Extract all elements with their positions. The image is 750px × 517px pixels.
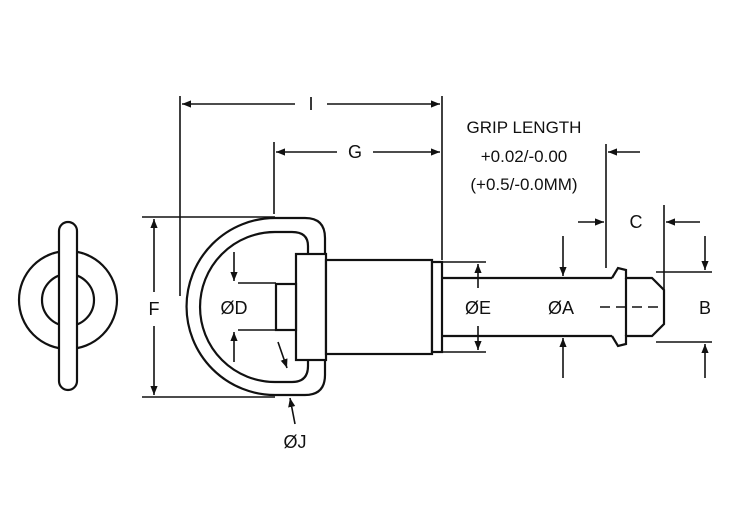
- label-D: ØD: [221, 298, 248, 318]
- end-view-ring-bar: [57, 220, 79, 392]
- label-C: C: [630, 212, 643, 232]
- label-J: ØJ: [283, 432, 306, 452]
- extension-lines: [142, 96, 712, 398]
- end-view: [17, 220, 119, 392]
- label-B: B: [699, 298, 711, 318]
- label-I: I: [308, 94, 313, 114]
- pin-neck: [274, 282, 298, 332]
- dimension-lines: [150, 100, 709, 425]
- dimension-labels: I G F ØD ØE ØA B C ØJ: [149, 94, 712, 452]
- dim-J-outer-leader: [288, 397, 296, 425]
- grip-length-note: GRIP LENGTH +0.02/-0.00 (+0.5/-0.0MM): [467, 118, 582, 194]
- label-A: ØA: [548, 298, 574, 318]
- pin-collar: [430, 260, 444, 354]
- dim-J-inner-leader: [277, 341, 288, 369]
- label-F: F: [149, 299, 160, 319]
- ring-outline: [185, 216, 327, 397]
- label-G: G: [348, 142, 362, 162]
- pin-head: [294, 252, 328, 362]
- grip-length-title: GRIP LENGTH: [467, 118, 582, 137]
- pin-shank: [442, 266, 666, 348]
- grip-length-tolerance-mm: (+0.5/-0.0MM): [470, 175, 577, 194]
- pin-body: [324, 258, 434, 356]
- grip-length-tolerance-inch: +0.02/-0.00: [481, 147, 568, 166]
- label-E: ØE: [465, 298, 491, 318]
